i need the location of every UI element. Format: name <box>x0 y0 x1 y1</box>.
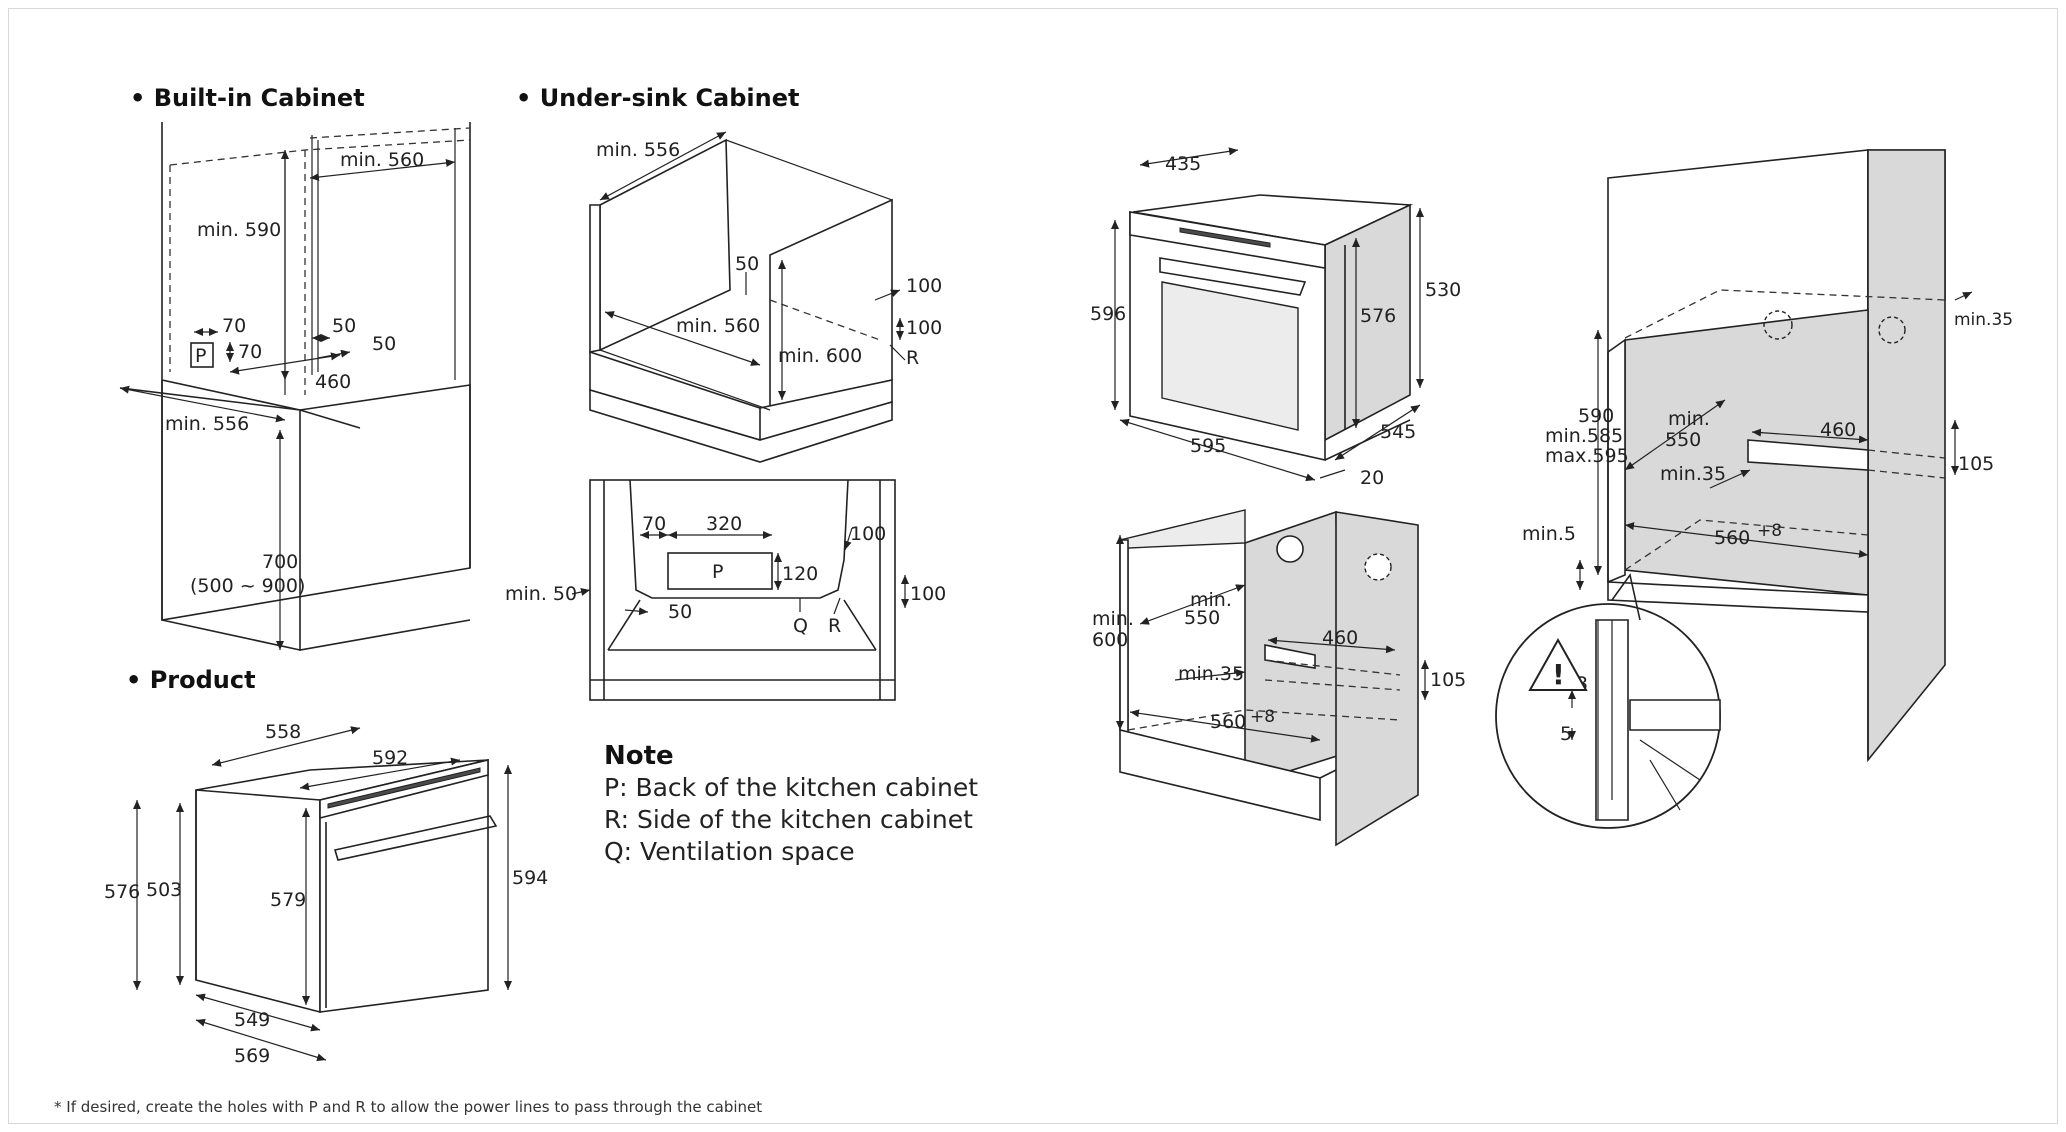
plan-dim-120: 120 <box>782 563 818 585</box>
built-in-cabinet-diagram: • Built-in Cabinet min. 560 min. 590 P 7… <box>119 84 471 651</box>
dim-595: 595 <box>1190 435 1226 457</box>
diagram-border <box>8 8 2058 1124</box>
dim-min-600-a: min. <box>1092 608 1134 630</box>
dim-70-v: 70 <box>238 341 262 363</box>
dim-560-cab-tol: +8 <box>1250 707 1275 727</box>
dim-tall-560: 560 <box>1714 527 1750 549</box>
plan-label-r: R <box>828 615 841 637</box>
dim-20: 20 <box>1360 467 1384 489</box>
plan-dim-min-50: min. 50 <box>505 583 577 605</box>
plan-dim-100-a: 100 <box>850 523 886 545</box>
plan-dim-50: 50 <box>668 601 692 623</box>
dim-tall-min5: min.5 <box>1522 523 1576 545</box>
plan-label-p: P <box>712 561 723 583</box>
dim-594: 594 <box>512 867 548 889</box>
dim-576-oven: 576 <box>1360 305 1396 327</box>
note-line-p: P: Back of the kitchen cabinet <box>604 773 978 802</box>
plan-label-q: Q <box>793 615 808 637</box>
dim-us-100-b: 100 <box>906 317 942 339</box>
dim-558: 558 <box>265 721 301 743</box>
dim-460: 460 <box>315 371 351 393</box>
dim-50-a: 50 <box>332 315 356 337</box>
dim-576: 576 <box>104 881 140 903</box>
dim-min-550-a: min. <box>1190 589 1232 611</box>
dim-tall-min35: min.35 <box>1660 463 1726 485</box>
dim-tall-590: 590 <box>1578 405 1614 427</box>
dim-min-550-b: 550 <box>1184 607 1220 629</box>
dim-min-560: min. 560 <box>340 149 424 171</box>
under-sink-cabinet-title: • Under-sink Cabinet <box>516 84 800 112</box>
warning-icon <box>1528 637 1588 691</box>
oven-dimensions-diagram: 435 596 576 530 595 545 20 <box>1090 147 1461 489</box>
dim-tall-560-tol: +8 <box>1757 521 1782 541</box>
dim-50-b: 50 <box>372 333 396 355</box>
note-line-q: Q: Ventilation space <box>604 837 855 866</box>
dim-596: 596 <box>1090 303 1126 325</box>
dim-tall-min550-b: 550 <box>1665 429 1701 451</box>
dim-70-h: 70 <box>222 315 246 337</box>
footnote: * If desired, create the holes with P an… <box>54 1098 762 1116</box>
hole-p-box <box>190 342 214 368</box>
dim-tall-min35-top: min.35 <box>1954 310 2013 330</box>
dim-us-50: 50 <box>735 253 759 275</box>
dim-tall-min585: min.585 <box>1545 425 1623 447</box>
under-sink-cabinet-diagram: • Under-sink Cabinet min. 556 50 min. 56… <box>516 84 942 463</box>
under-sink-front-view: P 70 320 120 100 100 min. 50 50 Q R <box>505 479 946 701</box>
product-diagram: • Product 558 592 576 503 579 594 549 56… <box>104 666 548 1067</box>
note-block: Note P: Back of the kitchen cabinet R: S… <box>604 741 978 866</box>
note-line-r: R: Side of the kitchen cabinet <box>604 805 973 834</box>
dim-us-min-600: min. 600 <box>778 345 862 367</box>
dim-545: 545 <box>1380 421 1416 443</box>
plan-dim-320: 320 <box>706 513 742 535</box>
dim-560-cab: 560 <box>1210 711 1246 733</box>
under-counter-cabinet-diagram: min. 600 min. 550 460 min.35 105 560 +8 <box>1092 509 1466 847</box>
plan-p-box <box>667 552 773 590</box>
dim-435: 435 <box>1165 153 1201 175</box>
built-in-cabinet-title: • Built-in Cabinet <box>130 84 365 112</box>
warning-mark: ! <box>1552 658 1565 691</box>
dim-min-600-b: 600 <box>1092 629 1128 651</box>
dim-503: 503 <box>146 879 182 901</box>
dim-min35-cab: min.35 <box>1178 663 1244 685</box>
product-title: • Product <box>126 666 256 694</box>
dim-us-min-560: min. 560 <box>676 315 760 337</box>
dim-us-min-556: min. 556 <box>596 139 680 161</box>
dim-tall-460: 460 <box>1820 419 1856 441</box>
dim-460-cab: 460 <box>1322 627 1358 649</box>
dim-105-cab: 105 <box>1430 669 1466 691</box>
plan-dim-100-b: 100 <box>910 583 946 605</box>
label-us-r: R <box>906 347 919 369</box>
note-title: Note <box>604 741 674 771</box>
dim-592: 592 <box>372 747 408 769</box>
dim-549: 549 <box>234 1009 270 1031</box>
label-p: P <box>195 345 206 367</box>
dim-us-100-a: 100 <box>906 275 942 297</box>
dim-579: 579 <box>270 889 306 911</box>
dim-min-590: min. 590 <box>197 219 281 241</box>
dim-tall-105: 105 <box>1958 453 1994 475</box>
tall-cabinet-diagram: min.35 590 min.585 max.595 min. 550 460 … <box>1495 149 2013 829</box>
dim-tall-min550-a: min. <box>1668 408 1710 430</box>
dim-min-556: min. 556 <box>165 413 249 435</box>
dim-530: 530 <box>1425 279 1461 301</box>
dim-500-900: (500 ~ 900) <box>190 575 305 597</box>
dim-700: 700 <box>262 551 298 573</box>
dim-tall-max595: max.595 <box>1545 445 1629 467</box>
plan-dim-70: 70 <box>642 513 666 535</box>
dim-detail-5: 5 <box>1560 723 1572 745</box>
dim-569: 569 <box>234 1045 270 1067</box>
